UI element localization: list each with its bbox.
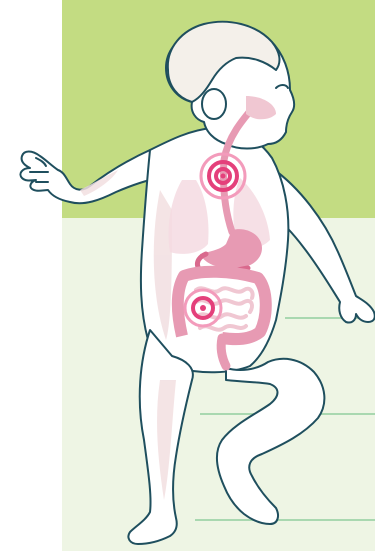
abdomen-ring-center (200, 305, 206, 311)
ear (202, 89, 226, 119)
chest-ring-center (221, 174, 226, 179)
rectum (221, 338, 226, 366)
chest-pain-marker (201, 154, 245, 198)
